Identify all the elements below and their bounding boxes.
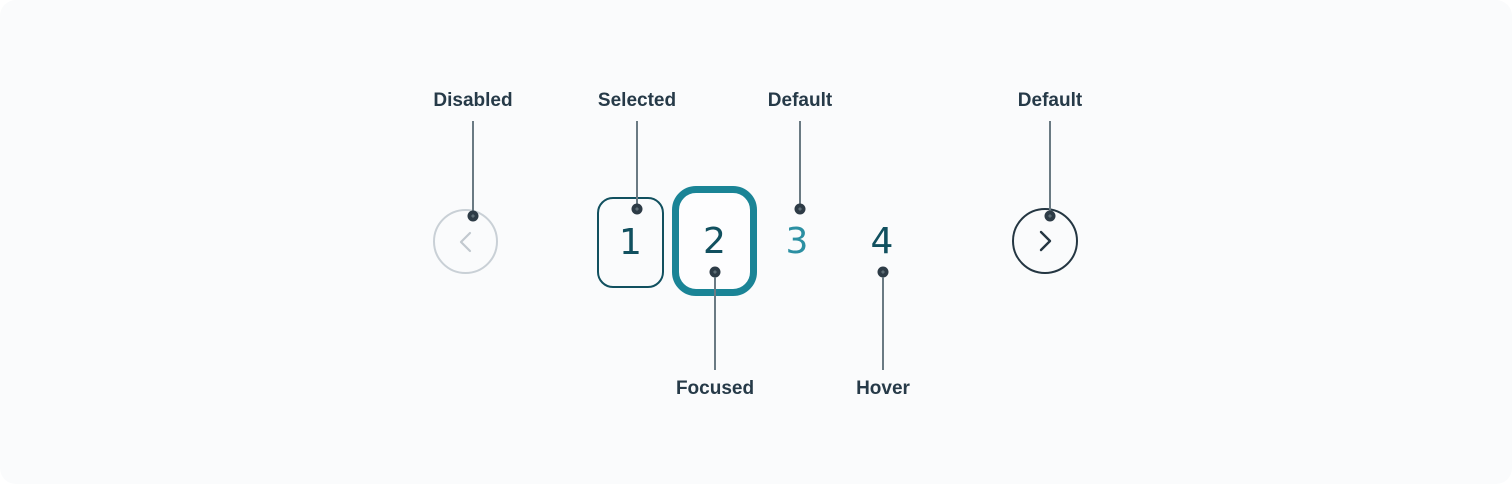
annotation-dot [1044,210,1056,222]
annotation-dot [467,210,479,222]
annotation-leader-line [1049,121,1051,216]
annotation-dot [877,266,889,278]
annotation-label: Selected [597,90,677,111]
annotation-dot [709,266,721,278]
pagination-page-1[interactable]: 1 [597,197,664,288]
chevron-left-icon [458,231,474,253]
annotation-leader-line [636,121,638,208]
annotation-label: Hover [856,378,910,399]
pagination-prev-button[interactable] [433,209,498,274]
annotation-label: Disabled [433,90,513,111]
annotation-leader-line [714,277,716,370]
annotation-label: Focused [675,378,755,399]
annotation-dot [631,203,643,215]
chevron-right-icon [1037,230,1053,252]
annotation-label: Default [1017,90,1083,111]
annotation-leader-line [472,121,474,216]
annotation-dot [794,203,806,215]
pagination-page-3[interactable]: 3 [767,196,827,287]
annotation-leader-line [799,121,801,208]
annotation-label: Default [767,90,833,111]
pagination-page-2[interactable]: 2 [672,186,757,296]
annotation-leader-line [882,277,884,370]
pagination-page-4[interactable]: 4 [852,196,912,287]
pagination-next-button[interactable] [1012,208,1078,274]
